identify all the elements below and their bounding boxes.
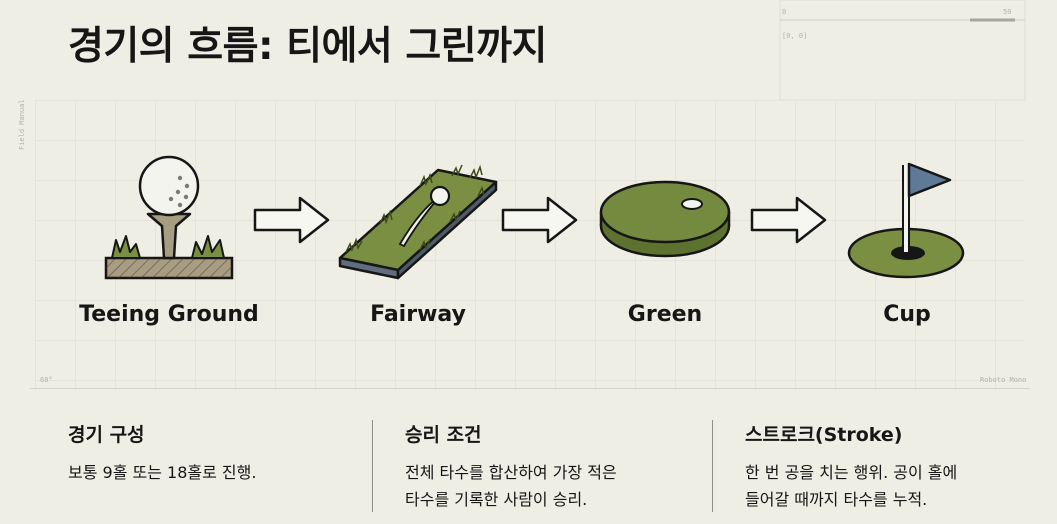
info-title: 승리 조건: [405, 424, 482, 446]
step-label-green: Green: [627, 302, 703, 327]
step-label-teeing-ground: Teeing Ground: [79, 302, 259, 327]
coordinate-label: [0, 0]: [782, 32, 808, 40]
info-line: 전체 타수를 합산하여 가장 적은: [405, 463, 617, 482]
arrow-right-icon: [750, 196, 827, 244]
column-divider: [372, 420, 373, 512]
font-note-label: Roboto Mono: [980, 376, 1027, 384]
tee-ball-icon: [104, 155, 234, 280]
step-label-fairway: Fairway: [370, 302, 466, 327]
info-win-condition: 승리 조건 전체 타수를 합산하여 가장 적은 타수를 기록한 사람이 승리.: [405, 420, 617, 513]
arrow-right-icon: [253, 196, 330, 244]
angle-label: 60°: [40, 376, 53, 384]
step-label-cup: Cup: [883, 302, 931, 327]
column-divider: [712, 420, 713, 512]
ruler-fifty-label: 50: [1003, 8, 1012, 16]
green-icon: [599, 180, 731, 258]
info-body: 전체 타수를 합산하여 가장 적은 타수를 기록한 사람이 승리.: [405, 459, 617, 513]
info-line: 보통 9홀 또는 18홀로 진행.: [68, 463, 257, 482]
info-stroke: 스트로크(Stroke) 한 번 공을 치는 행위. 공이 홀에 들어갈 때까지…: [745, 420, 957, 513]
page-title: 경기의 흐름: 티에서 그린까지: [68, 24, 547, 69]
info-body: 한 번 공을 치는 행위. 공이 홀에 들어갈 때까지 타수를 누적.: [745, 459, 957, 513]
section-divider: [30, 388, 1030, 389]
info-line: 들어갈 때까지 타수를 누적.: [745, 490, 928, 509]
ruler-zero-label: 0: [782, 8, 787, 16]
info-line: 한 번 공을 치는 행위. 공이 홀에: [745, 463, 958, 482]
arrow-right-icon: [501, 196, 578, 244]
fairway-icon: [338, 164, 498, 280]
info-body: 보통 9홀 또는 18홀로 진행.: [68, 459, 256, 486]
info-title: 스트로크(Stroke): [745, 424, 903, 446]
info-line: 타수를 기록한 사람이 승리.: [405, 490, 588, 509]
info-title: 경기 구성: [68, 424, 145, 446]
info-game-structure: 경기 구성 보통 9홀 또는 18홀로 진행.: [68, 420, 256, 486]
cup-flag-icon: [847, 162, 965, 279]
